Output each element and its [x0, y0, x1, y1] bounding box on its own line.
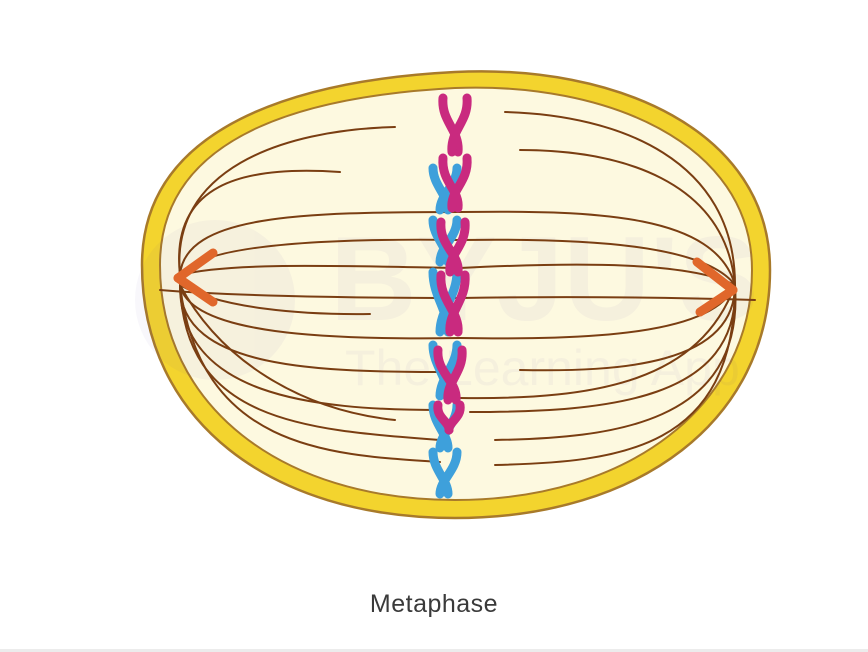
spindle-fiber [178, 169, 341, 276]
spindle-fiber [179, 284, 396, 421]
centriole-left [173, 248, 218, 307]
spindle-fiber [459, 238, 736, 286]
spindle-fibers [159, 111, 756, 466]
spindle-fiber [459, 284, 736, 400]
spindle-fiber [494, 284, 736, 466]
spindle-fiber [159, 289, 461, 299]
diagram-caption: Metaphase [369, 590, 499, 618]
spindle-fiber [179, 264, 461, 276]
chromosome-magenta [433, 93, 472, 435]
watermark-tagline: The Learning App [345, 340, 740, 396]
centriole-right [692, 257, 738, 317]
spindle-fiber [178, 126, 396, 276]
spindle-fiber [519, 149, 736, 286]
spindle-fiber [459, 210, 736, 286]
bottom-divider [0, 649, 868, 652]
spindle-fiber [179, 284, 441, 463]
spindle-fiber [179, 284, 451, 373]
spindle-fiber [179, 211, 461, 276]
spindle-fiber [179, 284, 441, 441]
spindle-fiber [519, 284, 736, 372]
chromosomes [428, 93, 472, 499]
spindle-fiber [504, 111, 736, 286]
spindle-fiber [469, 284, 737, 413]
watermark-brand: BYJU'S [330, 212, 759, 346]
